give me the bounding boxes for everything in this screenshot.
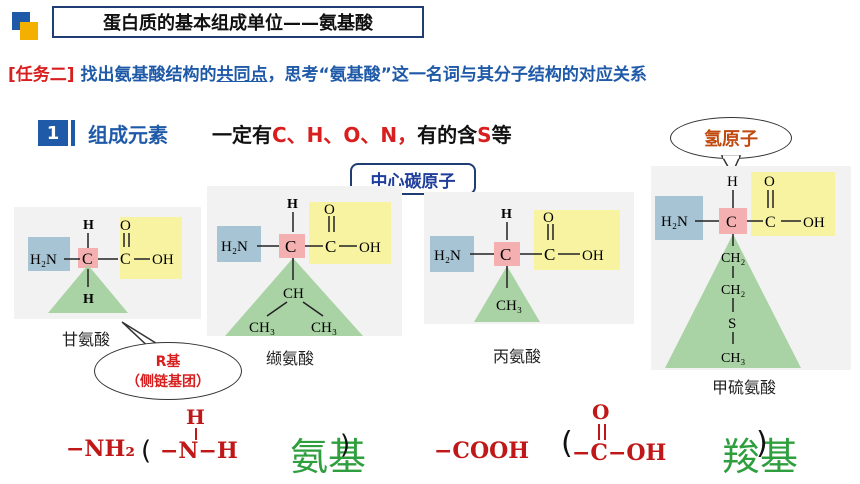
task-line: [任务二] 找出氨基酸结构的共同点，思考“氨基酸”这一名词与其分子结构的对应关系	[8, 60, 647, 85]
elements-suffix: 等	[491, 123, 512, 147]
glycine-h-top: H	[83, 218, 94, 233]
hydrogen-atom-label: 氢原子	[704, 129, 758, 150]
alanine-name: 丙氨酸	[493, 347, 542, 366]
glycine-carboxyl-c: C	[120, 251, 131, 268]
carboxyl-double-bond-2	[604, 424, 606, 440]
task-tag: [任务二]	[8, 65, 75, 85]
carboxyl-name: 羧基	[722, 435, 799, 479]
carboxyl-expanded-o: O	[592, 400, 610, 424]
r-group-label: R基	[155, 354, 181, 370]
elements-sulfur: S	[477, 123, 492, 147]
valine-h-top: H	[287, 197, 298, 212]
alanine-card: H₂N C H CH₃ C O OH	[424, 192, 634, 324]
valine-ch3-left: CH₃	[249, 320, 275, 336]
methionine-h-top: H	[727, 174, 738, 190]
alanine-o: O	[543, 210, 554, 226]
valine-card: H₂N C H CH CH₃ CH₃ C O OH	[207, 186, 402, 336]
glycine-carbon: C	[82, 251, 93, 268]
elements-mid: 有的含	[417, 123, 478, 147]
amino-formula: −NH₂	[66, 436, 135, 462]
r-group-sublabel: （侧链基团）	[126, 374, 210, 390]
valine-o: O	[324, 202, 335, 218]
amino-expanded-bond	[195, 428, 197, 440]
hydrogen-callout-pointer	[720, 155, 742, 176]
section-title: 组成元素	[88, 123, 168, 147]
methionine-amino: H₂N	[661, 214, 688, 230]
methionine-oh: OH	[803, 215, 825, 231]
alanine-h-top: H	[501, 207, 512, 222]
elements-prefix: 一定有	[212, 123, 272, 147]
hydrogen-atom-callout: 氢原子	[670, 117, 792, 159]
alanine-structure: H₂N C H CH₃ C O OH	[430, 207, 620, 322]
glycine-name: 甘氨酸	[62, 330, 111, 349]
methionine-ch2-2: CH₂	[721, 283, 745, 298]
carboxyl-formula: −COOH	[434, 438, 530, 464]
methionine-structure: H₂N C H C O OH CH₂ CH₂ S CH₃	[655, 172, 835, 368]
task-text-1: 找出氨基酸结构的	[74, 65, 217, 85]
glycine-amino: H₂N	[30, 252, 57, 268]
elements-line: 一定有C、H、O、N，有的含S等	[212, 119, 512, 148]
amino-expanded-h: H	[186, 405, 205, 429]
amino-name: 氨基	[290, 435, 367, 479]
amino-open-paren: (	[141, 436, 152, 466]
carboxyl-close-paren: )	[756, 426, 768, 461]
carboxyl-open-paren: (	[561, 426, 573, 461]
alanine-ch3: CH₃	[496, 298, 522, 314]
elements-comma: ，	[397, 123, 418, 147]
valine-name: 缬氨酸	[266, 349, 315, 368]
valine-carboxyl-c: C	[325, 237, 336, 256]
header-square-orange	[20, 22, 38, 40]
elements-required: C、H、O、N	[272, 123, 398, 147]
amino-close-paren: )	[340, 430, 351, 460]
methionine-carbon: C	[726, 214, 737, 231]
section-number: 1	[38, 120, 68, 146]
task-underlined: 共同点	[216, 65, 268, 85]
carboxyl-expanded: −C−OH	[572, 440, 667, 466]
r-group-callout: R基 （侧链基团）	[94, 342, 242, 400]
methionine-ch2-1: CH₂	[721, 251, 745, 266]
methionine-ch3: CH₃	[721, 351, 745, 366]
glycine-o: O	[120, 218, 131, 234]
carboxyl-double-bond-1	[598, 424, 600, 440]
alanine-carbon: C	[500, 245, 511, 264]
valine-carbon: C	[285, 237, 296, 256]
glycine-card: H₂N C H H C O OH	[14, 207, 201, 319]
page-title: 蛋白质的基本组成单位——氨基酸	[52, 6, 424, 38]
valine-structure: H₂N C H CH CH₃ CH₃ C O OH	[217, 197, 391, 336]
methionine-carboxyl-c: C	[765, 214, 776, 231]
glycine-r-group: H	[83, 292, 94, 307]
valine-amino: H₂N	[221, 239, 248, 255]
glycine-structure: H₂N C H H C O OH	[28, 217, 182, 313]
methionine-card: H₂N C H C O OH CH₂ CH₂ S CH₃	[651, 166, 851, 370]
valine-ch3-right: CH₃	[311, 320, 337, 336]
methionine-name: 甲硫氨酸	[712, 378, 777, 397]
alanine-amino: H₂N	[434, 248, 461, 264]
methionine-s: S	[728, 316, 736, 332]
valine-ch: CH	[283, 286, 304, 302]
task-text-2: ，思考“氨基酸”这一名词与其分子结构的对应关系	[267, 65, 647, 85]
methionine-o: O	[764, 174, 775, 190]
valine-oh: OH	[359, 240, 381, 256]
alanine-carboxyl-c: C	[544, 245, 555, 264]
alanine-oh: OH	[582, 248, 604, 264]
amino-expanded: −N−H	[160, 438, 238, 464]
section-number-bar	[71, 120, 75, 146]
glycine-oh: OH	[152, 252, 174, 268]
